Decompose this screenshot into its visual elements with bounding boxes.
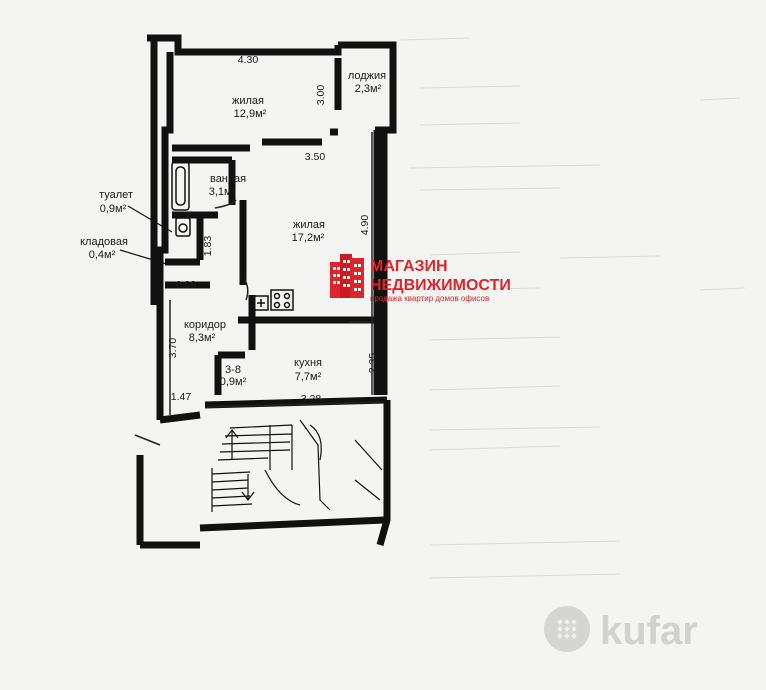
agency-tagline: продажа квартир домов офисов [370,294,489,303]
room-name: жилая [232,95,264,107]
bathtub-icon [171,161,190,211]
dim-closet-height: 1.83 [202,236,214,257]
agency-logo: МАГАЗИН НЕДВИЖИМОСТИ продажа квартир дом… [330,254,511,303]
dimension-labels: 4.30 3.00 3.50 4.90 1.83 0.98 3.70 1.47 … [167,54,379,405]
agency-name-line2: НЕДВИЖИМОСТИ [370,277,511,294]
room-name: лоджия [348,70,386,82]
room-name: 3-8 [225,364,241,376]
walls [136,34,397,549]
room-area: 0,4м² [89,249,116,261]
stove-icon [270,289,294,311]
dim-loggia-depth: 3.00 [315,85,327,106]
kufar-watermark: kufar [544,606,698,653]
room-area: 7,7м² [295,371,322,383]
room-area: 12,9м² [234,108,267,120]
room-area: 3,1м² [209,186,236,198]
room-area: 8,3м² [189,332,216,344]
room-area: 17,2м² [292,232,325,244]
room-name: коридор [184,319,226,331]
room-area: 2,3м² [355,83,382,95]
dim-closet-width: 0.98 [176,279,197,291]
agency-name-line1: МАГАЗИН [370,258,448,275]
dim-entry-width: 1.47 [171,391,192,403]
sink-icon [253,295,269,311]
kufar-logo-icon [544,606,590,652]
room-name: кладовая [80,236,128,248]
room-name: кухня [294,357,322,369]
room-name: ванная [210,173,246,185]
dim-kitchen-width: 3.28 [301,393,322,405]
dim-room2-height: 4.90 [359,215,371,236]
background-form-text [399,37,746,579]
dim-top-width: 4.30 [238,54,259,66]
room-name: жилая [293,219,325,231]
room-name: туалет [99,189,133,201]
room-area: 0,9м² [100,203,127,215]
kufar-wordmark: kufar [600,609,698,653]
dim-room1-bottom: 3.50 [305,151,326,163]
room-labels: жилая 12,9м² лоджия 2,3м² ванная 3,1м² т… [80,70,386,388]
building-icon [330,254,364,298]
dim-corridor-height: 3.70 [167,338,179,359]
room-area: 0,9м² [220,376,247,388]
leader-lines [119,205,173,266]
inner-lines [134,132,383,446]
staircase [211,419,383,512]
dim-kitchen-height: 2.35 [367,353,379,374]
toilet-icon [175,217,191,237]
